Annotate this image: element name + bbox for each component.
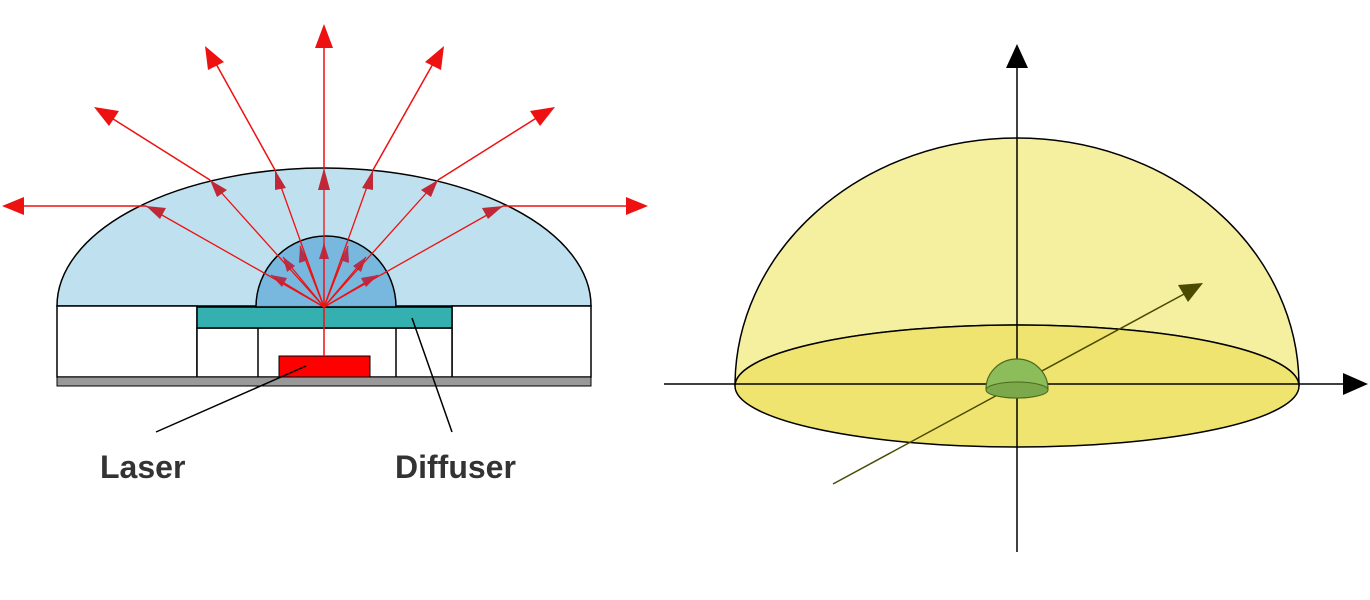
housing-right-block xyxy=(451,305,592,378)
middle-arrowhead xyxy=(275,170,286,190)
middle-ray xyxy=(323,179,439,308)
outer-arrowheads xyxy=(2,24,648,215)
middle-rays xyxy=(145,168,504,308)
outer-arrowhead xyxy=(425,46,444,70)
left-diagram: Laser Diffuser xyxy=(2,24,648,485)
housing-left-block xyxy=(56,305,198,378)
middle-arrowhead xyxy=(362,170,373,190)
right-diagram xyxy=(664,44,1368,552)
outer-arrowhead xyxy=(315,24,333,48)
y-axis-arrowhead xyxy=(1178,283,1203,302)
laser-label: Laser xyxy=(100,449,185,485)
outer-ray xyxy=(437,116,539,181)
laser-leader-line xyxy=(155,365,307,433)
middle-arrowhead xyxy=(482,206,503,219)
outer-arrowhead xyxy=(2,197,24,215)
middle-ray xyxy=(323,169,374,308)
outer-ray xyxy=(214,61,276,171)
outer-ray xyxy=(109,116,211,181)
middle-ray xyxy=(145,205,325,308)
inner-arrowhead xyxy=(283,257,295,272)
diffuser-leader-line xyxy=(411,317,453,433)
middle-arrowheads xyxy=(146,168,503,219)
middle-ray xyxy=(323,205,504,308)
x-axis-arrowhead xyxy=(1343,373,1368,395)
inner-arrowhead xyxy=(340,246,349,263)
inner-arrowhead xyxy=(353,257,366,272)
diffuser-label: Diffuser xyxy=(395,449,516,485)
outer-arrowhead xyxy=(530,107,555,126)
middle-ray xyxy=(274,169,325,308)
z-axis-arrowhead xyxy=(1006,44,1028,68)
source-dome-base xyxy=(985,381,1049,399)
middle-arrowhead xyxy=(210,180,227,197)
outer-ray xyxy=(372,61,435,171)
middle-arrowhead xyxy=(146,206,166,219)
middle-arrowhead xyxy=(318,168,330,190)
inner-arrowhead xyxy=(299,246,308,263)
base-plate xyxy=(56,376,592,387)
middle-ray xyxy=(209,179,325,308)
middle-arrowhead xyxy=(421,180,438,197)
outer-arrowhead xyxy=(626,197,648,215)
outer-arrowhead xyxy=(205,46,224,70)
inner-dome xyxy=(255,235,397,308)
laser-chip xyxy=(278,355,371,378)
outer-rays xyxy=(22,40,628,207)
outer-arrowhead xyxy=(94,107,119,126)
